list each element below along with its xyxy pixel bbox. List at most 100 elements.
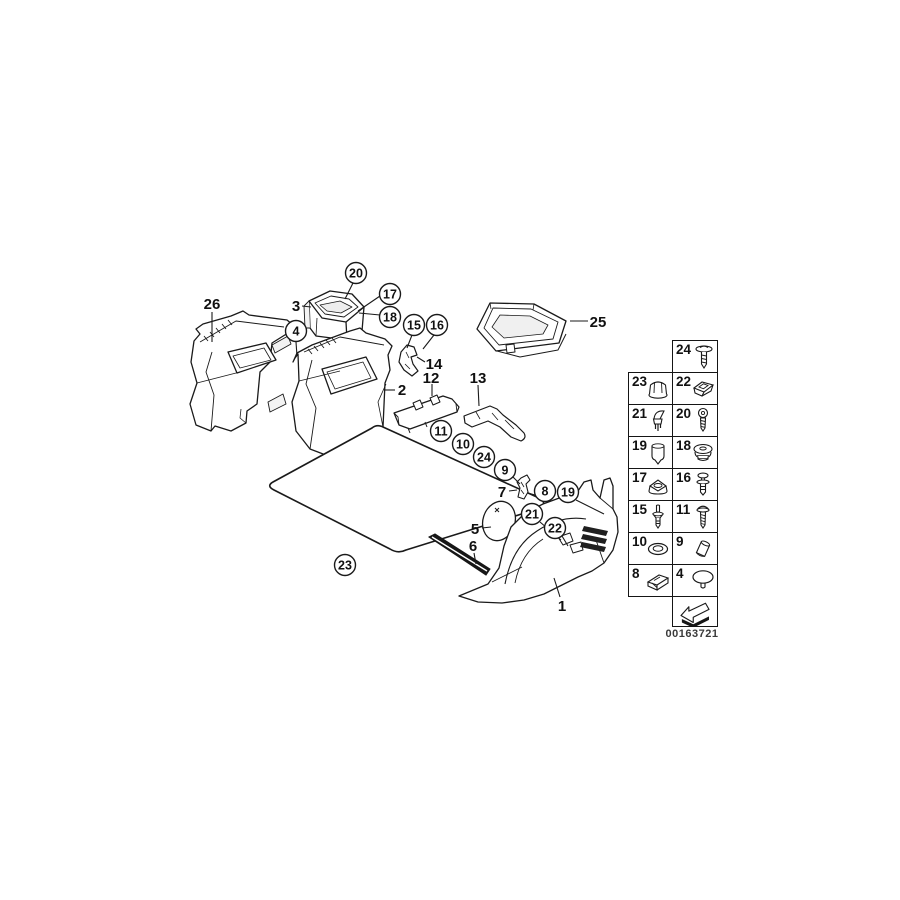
svg-text:10: 10 xyxy=(456,438,470,452)
callout-9[interactable]: 9 xyxy=(493,458,517,482)
callout-circle xyxy=(333,553,357,577)
part-3-drawing xyxy=(303,290,365,341)
legend-cell-24[interactable]: 24 xyxy=(672,340,718,373)
legend-cell-9[interactable]: 9 xyxy=(672,532,718,565)
speaker-grille-detail xyxy=(580,526,608,552)
callout-circle xyxy=(556,480,580,504)
label-2[interactable]: 2 xyxy=(398,382,406,399)
callout-24[interactable]: 24 xyxy=(472,445,496,469)
spring-clip-icon xyxy=(646,574,670,591)
legend-number: 18 xyxy=(676,438,692,453)
legend-cell-8[interactable]: 8 xyxy=(628,564,673,597)
svg-text:22: 22 xyxy=(548,522,562,536)
part-1-drawing xyxy=(458,477,619,604)
callout-11[interactable]: 11 xyxy=(429,419,453,443)
svg-text:21: 21 xyxy=(525,508,539,522)
callout-21[interactable]: 21 xyxy=(520,502,544,526)
legend-number: 20 xyxy=(676,406,692,421)
expanding-nut-icon xyxy=(648,479,668,495)
callout-circle xyxy=(451,432,475,456)
leader-lines xyxy=(211,282,605,598)
expanding-clip-icon xyxy=(652,410,665,431)
label-5[interactable]: 5 xyxy=(471,521,479,538)
part-14-drawing xyxy=(398,344,419,377)
legend-number: 21 xyxy=(632,406,648,421)
label-1[interactable]: 1 xyxy=(558,598,566,615)
callout-16[interactable]: 16 xyxy=(425,313,449,337)
callout-15[interactable]: 15 xyxy=(402,313,426,337)
legend-cell-23[interactable]: 23 xyxy=(628,372,673,405)
callout-20[interactable]: 20 xyxy=(344,261,368,285)
label-12[interactable]: 12 xyxy=(423,370,440,387)
legend-cell-19[interactable]: 19 xyxy=(628,436,673,469)
label-13[interactable]: 13 xyxy=(470,370,487,387)
svg-text:15: 15 xyxy=(407,319,421,333)
callout-23[interactable]: 23 xyxy=(333,553,357,577)
spacer-sleeve-icon xyxy=(695,540,711,558)
rubber-buffer-icon xyxy=(651,443,665,465)
label-6[interactable]: 6 xyxy=(469,538,477,555)
legend-number: 22 xyxy=(676,374,692,389)
legend-cell-15[interactable]: 15 xyxy=(628,500,673,533)
callout-circle xyxy=(344,261,368,285)
part-13-drawing xyxy=(463,405,526,442)
svg-text:23: 23 xyxy=(338,559,352,573)
svg-text:18: 18 xyxy=(383,311,397,325)
legend-cell-21[interactable]: 21 xyxy=(628,404,673,437)
legend-number: 23 xyxy=(632,374,648,389)
callout-circle xyxy=(378,305,402,329)
expanding-rivet-icon xyxy=(696,472,710,496)
legend-cell-16[interactable]: 16 xyxy=(672,468,718,501)
legend-cell-17[interactable]: 17 xyxy=(628,468,673,501)
legend-number: 8 xyxy=(632,566,640,581)
label-26[interactable]: 26 xyxy=(204,296,221,313)
callout-circle xyxy=(520,502,544,526)
legend-number: 16 xyxy=(676,470,692,485)
legend-cell-20[interactable]: 20 xyxy=(672,404,718,437)
legend-number: 24 xyxy=(676,342,692,357)
legend-cell-18[interactable]: 18 xyxy=(672,436,718,469)
svg-text:8: 8 xyxy=(542,485,549,499)
callout-circle xyxy=(429,419,453,443)
label-3[interactable]: 3 xyxy=(292,298,300,315)
legend-cell-11[interactable]: 11 xyxy=(672,500,718,533)
label-25[interactable]: 25 xyxy=(590,314,607,331)
callout-circle xyxy=(284,319,308,343)
grommet-icon xyxy=(693,443,713,462)
part-23-drawing xyxy=(268,424,545,553)
callout-18[interactable]: 18 xyxy=(378,305,402,329)
callout-circle xyxy=(402,313,426,337)
legend-number: 11 xyxy=(676,502,691,517)
part-25-drawing xyxy=(476,302,567,358)
legend-cell-4[interactable]: 4 xyxy=(672,564,718,597)
part-6-drawing xyxy=(428,533,491,576)
svg-text:4: 4 xyxy=(293,325,300,339)
callout-17[interactable]: 17 xyxy=(378,282,402,306)
label-14[interactable]: 14 xyxy=(426,356,443,373)
svg-text:9: 9 xyxy=(502,464,509,478)
callout-19[interactable]: 19 xyxy=(556,480,580,504)
legend-cell-10[interactable]: 10 xyxy=(628,532,673,565)
legend-number: 15 xyxy=(632,502,648,517)
legend-number: 17 xyxy=(632,470,648,485)
callout-10[interactable]: 10 xyxy=(451,432,475,456)
svg-text:19: 19 xyxy=(561,486,575,500)
part-26-drawing xyxy=(189,310,294,432)
callout-circle xyxy=(472,445,496,469)
legend-number: 19 xyxy=(632,438,648,453)
callout-8[interactable]: 8 xyxy=(533,479,557,503)
hex-cap-plug-icon xyxy=(648,381,668,399)
washer-ring-icon xyxy=(647,542,669,556)
legend-cell-22[interactable]: 22 xyxy=(672,372,718,405)
svg-text:16: 16 xyxy=(430,319,444,333)
screw-with-washer-icon xyxy=(695,345,713,370)
cage-nut-clip-icon xyxy=(692,381,715,397)
callout-22[interactable]: 22 xyxy=(543,516,567,540)
callout-4[interactable]: 4 xyxy=(284,319,308,343)
svg-text:17: 17 xyxy=(383,288,397,302)
legend-cell-direction-arrow[interactable] xyxy=(672,596,718,627)
label-7[interactable]: 7 xyxy=(498,484,506,501)
svg-text:24: 24 xyxy=(477,451,491,465)
